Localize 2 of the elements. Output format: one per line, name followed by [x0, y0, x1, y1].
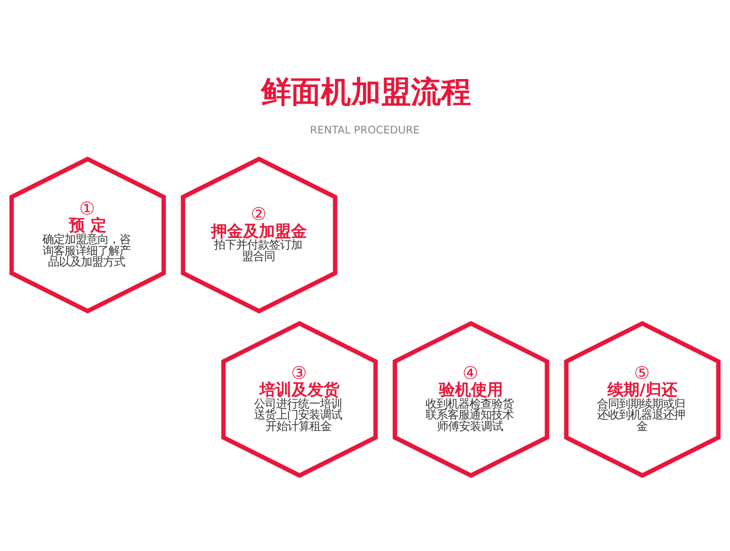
diagram-title: 鲜面机加盟流程	[260, 75, 471, 110]
label: RENTAL PROCEDURE	[310, 124, 420, 137]
